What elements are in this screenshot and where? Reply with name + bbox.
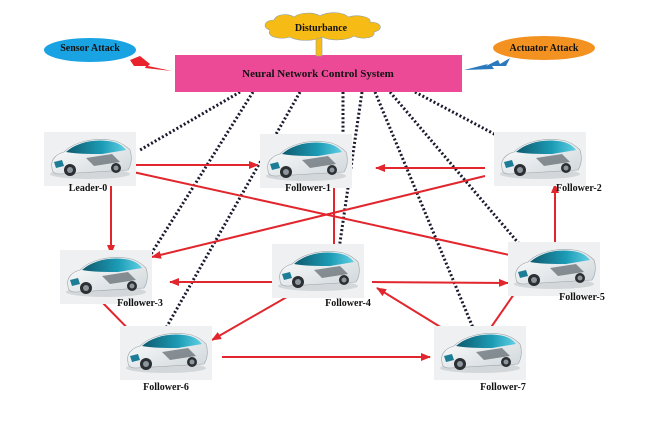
actuator-attack-label: Actuator Attack xyxy=(510,43,579,54)
vehicle-label: Follower-4 xyxy=(325,298,371,309)
car-icon[interactable] xyxy=(119,325,213,381)
car-icon[interactable] xyxy=(43,131,137,187)
car-icon[interactable] xyxy=(271,243,365,299)
vehicle-label: Leader-0 xyxy=(69,183,108,194)
car-icon[interactable] xyxy=(59,249,153,305)
controller-link-v5 xyxy=(388,91,528,253)
car-icon[interactable] xyxy=(493,131,587,187)
vehicle-v4[interactable]: Follower-4 xyxy=(271,243,371,309)
vehicle-v1[interactable]: Follower-1 xyxy=(259,133,353,194)
edge-v4-v6 xyxy=(211,293,293,341)
controller-label: Neural Network Control System xyxy=(242,68,394,80)
vehicle-label: Follower-5 xyxy=(559,292,605,303)
disturbance-label: Disturbance xyxy=(295,23,348,34)
actuator-attack-block[interactable]: Actuator Attack xyxy=(464,36,595,70)
vehicle-label: Follower-2 xyxy=(556,183,602,194)
sensor-attack-bolt-icon xyxy=(130,56,172,71)
vehicle-v3[interactable]: Follower-3 xyxy=(59,249,163,309)
actuator-attack-bolt-icon xyxy=(464,58,510,70)
vehicle-v0[interactable]: Leader-0 xyxy=(43,131,137,194)
sensor-attack-block[interactable]: Sensor Attack xyxy=(44,38,172,71)
controller-box[interactable] xyxy=(175,55,462,92)
controller-link-v0 xyxy=(139,90,241,152)
sensor-attack-label: Sensor Attack xyxy=(60,43,120,54)
vehicle-label: Follower-3 xyxy=(117,298,163,309)
vehicle-label: Follower-7 xyxy=(480,382,526,393)
car-icon[interactable] xyxy=(433,325,527,381)
controller-link-v6 xyxy=(160,91,302,336)
disturbance-cloud-icon[interactable] xyxy=(264,12,381,41)
car-icon[interactable] xyxy=(259,133,353,189)
edge-v2-v3 xyxy=(151,175,486,259)
vehicle-v5[interactable]: Follower-5 xyxy=(507,241,605,303)
vehicle-label: Follower-6 xyxy=(143,382,189,393)
controller-link-v7 xyxy=(373,91,478,336)
vehicle-label: Follower-1 xyxy=(285,183,331,194)
sensor-attack-ellipse[interactable] xyxy=(44,38,136,62)
actuator-attack-ellipse[interactable] xyxy=(493,36,595,60)
vehicle-v7[interactable]: Follower-7 xyxy=(433,325,527,393)
controller-links xyxy=(139,90,528,336)
disturbance-block[interactable]: Disturbance xyxy=(264,12,381,57)
controller-block[interactable]: Neural Network Control System xyxy=(175,55,462,92)
edge-v4-v5 xyxy=(371,278,509,287)
car-icon[interactable] xyxy=(507,241,601,297)
vehicle-v2[interactable]: Follower-2 xyxy=(493,131,602,194)
vehicle-v6[interactable]: Follower-6 xyxy=(119,325,213,393)
